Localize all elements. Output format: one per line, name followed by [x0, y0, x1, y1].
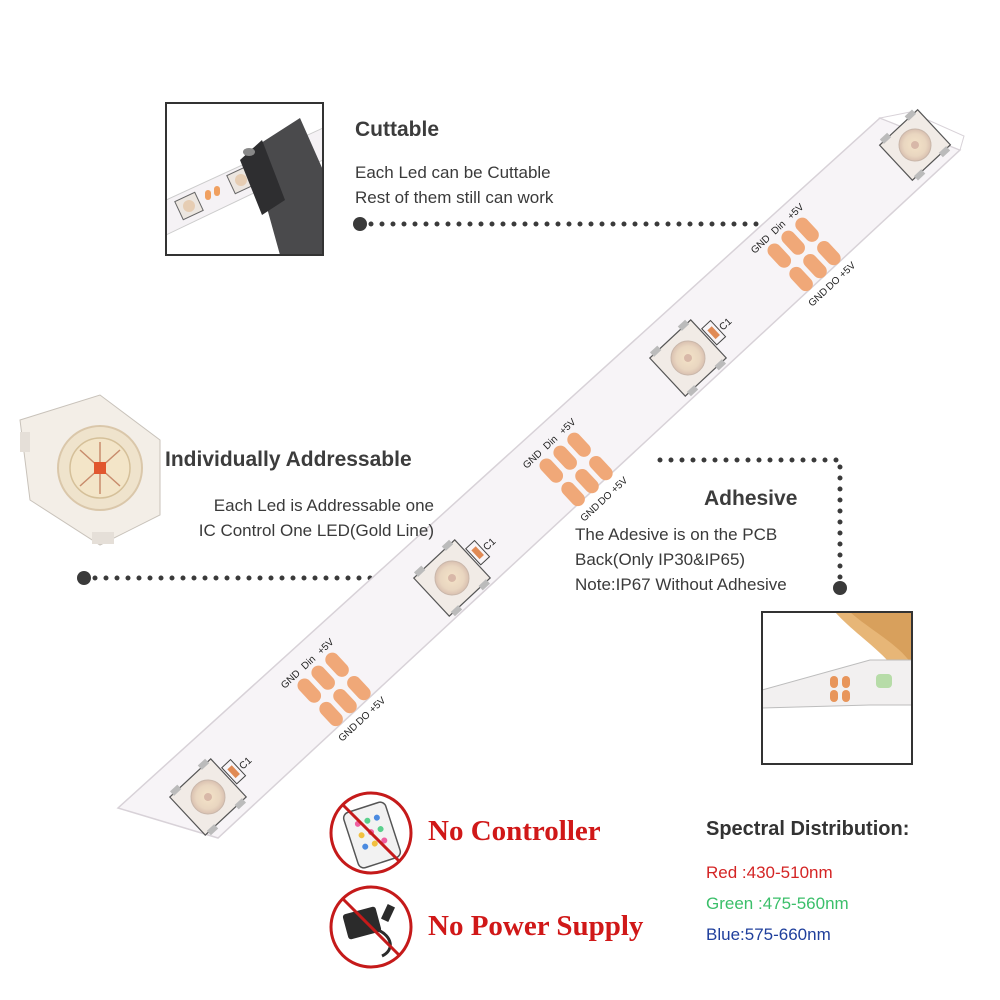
adhesive-line: Back(Only IP30&IP65) — [575, 550, 746, 569]
label-5v-out: +5V — [609, 475, 630, 496]
adhesive-line: The Adesive is on the PCB — [575, 525, 778, 544]
cuttable-line: Each Led can be Cuttable — [355, 163, 551, 182]
spectral-green: Green :475-560nm — [706, 894, 849, 913]
adhesive-description: The Adesive is on the PCB Back(Only IP30… — [575, 522, 787, 597]
adhesive-leader — [657, 457, 843, 591]
label-do: DO — [354, 709, 373, 727]
leader-endpoints — [77, 217, 847, 595]
cuttable-photo — [165, 102, 324, 256]
remote-controller-icon — [329, 791, 413, 875]
scissors-blade — [250, 118, 323, 255]
spectral-title: Spectral Distribution: — [706, 818, 910, 840]
led-chip-closeup — [19, 394, 161, 546]
label-do: DO — [824, 274, 843, 292]
label-5v-out: +5V — [837, 260, 858, 281]
power-supply-icon — [329, 885, 413, 969]
label-do: DO — [596, 489, 615, 507]
adhesive-title: Adhesive — [704, 487, 798, 510]
strip-led-chip: C1 — [168, 755, 255, 836]
cuttable-line: Rest of them still can work — [355, 188, 554, 207]
cuttable-description: Each Led can be Cuttable Rest of them st… — [355, 160, 553, 210]
strip-led-chip: C1 — [412, 536, 499, 617]
addressable-title: Individually Addressable — [165, 448, 412, 471]
addressable-line: Each Led is Addressable one — [213, 496, 434, 515]
led-strip: GND Din +5V GND DO +5V C1 — [116, 108, 965, 839]
adhesive-photo — [761, 611, 913, 765]
addressable-line: IC Control One LED(Gold Line) — [198, 521, 434, 540]
adhesive-line: Note:IP67 Without Adhesive — [575, 575, 787, 594]
label-5v-out: +5V — [367, 695, 388, 716]
strip-led-chip — [878, 108, 952, 182]
spectral-blue: Blue:575-660nm — [706, 925, 831, 944]
no-controller-label: No Controller — [428, 815, 601, 847]
no-power-supply-label: No Power Supply — [428, 910, 644, 942]
cuttable-title: Cuttable — [355, 118, 439, 141]
strip-led-chip: C1 — [648, 316, 735, 397]
addressable-description: Each Led is Addressable one IC Control O… — [140, 493, 434, 543]
spectral-red: Red :430-510nm — [706, 863, 833, 882]
